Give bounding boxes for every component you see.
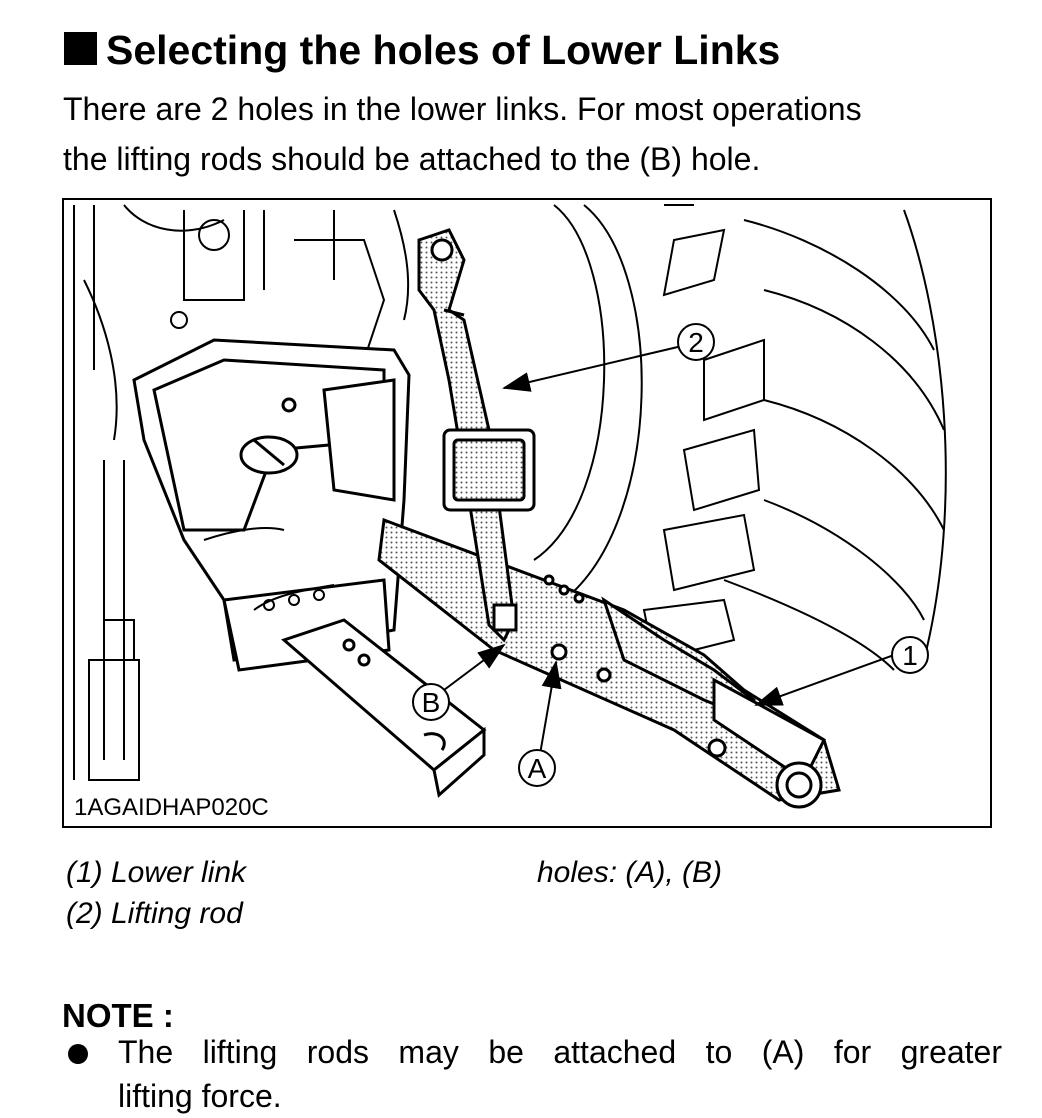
section-heading: Selecting the holes of Lower Links — [64, 24, 780, 76]
callout-b-circle — [412, 683, 450, 721]
callout-a-circle — [518, 749, 556, 787]
caption-lower-link: (1) Lower link — [66, 856, 247, 889]
note-line-1: The lifting rods may be attached to (A) … — [118, 1034, 1002, 1070]
caption-holes: holes: (A), (B) — [537, 852, 722, 893]
tire-icon — [533, 204, 947, 671]
lower-link-illustration: 2 1 B A 1AGAIDHAP020C — [62, 198, 992, 828]
callout-b-label: B — [422, 687, 441, 718]
figure-code: 1AGAIDHAP020C — [74, 794, 273, 822]
illustration-drawing: 2 1 B A — [73, 204, 947, 809]
callout-2-circle — [677, 323, 715, 361]
caption-holes-text: holes: (A), (B) — [537, 856, 723, 889]
drawbar — [281, 618, 487, 798]
callout-a-label: A — [528, 753, 547, 784]
intro-line-2: the lifting rods should be attached to t… — [63, 141, 761, 177]
lifting-rod — [417, 228, 536, 643]
heading-title: Selecting the holes of Lower Links — [106, 27, 781, 73]
intro-paragraph: There are 2 holes in the lower links. Fo… — [63, 84, 1013, 184]
note-line-2: lifting force. — [118, 1078, 282, 1114]
callout-1-label: 1 — [902, 640, 918, 671]
caption-lifting-rod: (2) Lifting rod — [66, 897, 243, 930]
hitch-housing — [132, 338, 411, 672]
callout-2-label: 2 — [688, 327, 704, 358]
bullet-icon — [68, 1044, 88, 1064]
tractor-frame — [73, 204, 410, 781]
callout-circles — [412, 323, 929, 787]
intro-line-1: There are 2 holes in the lower links. Fo… — [63, 91, 862, 127]
callout-1-circle — [891, 636, 929, 674]
callout-leaders — [443, 345, 895, 761]
square-bullet-icon — [64, 31, 97, 65]
note-title: NOTE : — [62, 997, 174, 1034]
pin-clip-icon — [203, 527, 335, 611]
caption-list: (1) Lower link (2) Lifting rod — [66, 852, 246, 934]
note-bullet-item: The lifting rods may be attached to (A) … — [62, 1030, 1002, 1118]
